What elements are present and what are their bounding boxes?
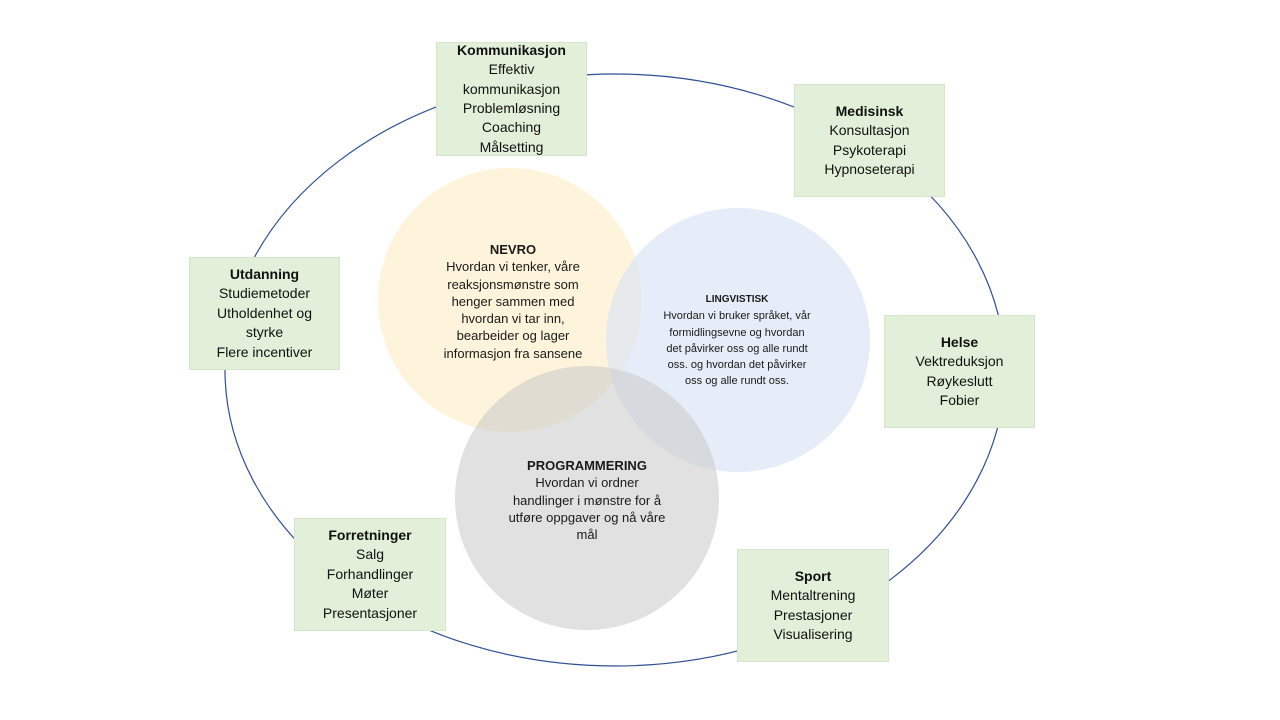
forretninger-box: Forretninger Salg Forhandlinger Møter Pr… [294, 518, 446, 631]
forretninger-item: Møter [351, 585, 389, 602]
programmering-circle [455, 366, 719, 630]
forretninger-title: Forretninger [328, 526, 412, 543]
lingvistisk-line: oss og alle rundt oss. [685, 375, 789, 388]
nevro-circle [378, 168, 642, 432]
kommunikasjon-item: Målsetting [479, 138, 544, 155]
programmering-label: PROGRAMMERING Hvordan vi ordner handling… [496, 457, 678, 543]
programmering-title: PROGRAMMERING [527, 458, 647, 473]
medisinsk-item: Hypnoseterapi [824, 160, 915, 177]
sport-item: Mentaltrening [770, 587, 856, 604]
sport-box: Sport Mentaltrening Prestasjoner Visuali… [737, 549, 889, 662]
lingvistisk-line: oss. og hvordan det påvirker [667, 359, 807, 372]
nevro-label: NEVRO Hvordan vi tenker, våre reaksjonsm… [420, 241, 606, 362]
kommunikasjon-title: Kommunikasjon [457, 41, 566, 58]
lingvistisk-line: formidlingsevne og hvordan [669, 326, 805, 339]
nevro-line: henger sammen med [451, 293, 575, 309]
helse-item: Fobier [939, 391, 980, 408]
lingvistisk-line: det påvirker oss og alle rundt [666, 342, 808, 355]
helse-item: Vektreduksjon [915, 353, 1004, 370]
sport-item: Prestasjoner [773, 606, 853, 623]
utdanning-item: styrke [245, 324, 284, 341]
medisinsk-item: Konsultasjon [829, 122, 910, 139]
helse-title: Helse [940, 333, 979, 350]
programmering-line: Hvordan vi ordner [535, 475, 639, 491]
nevro-line: hvordan vi tar inn, [461, 311, 565, 327]
kommunikasjon-item: Effektiv [488, 61, 535, 78]
medisinsk-title: Medisinsk [835, 102, 904, 119]
lingvistisk-label: LINGVISTISK Hvordan vi bruker språket, v… [646, 292, 828, 390]
nevro-title: NEVRO [489, 242, 537, 257]
nevro-line: bearbeider og lager [456, 328, 570, 344]
forretninger-item: Presentasjoner [322, 604, 418, 621]
lingvistisk-title: LINGVISTISK [705, 294, 769, 305]
nevro-line: reaksjonsmønstre som [447, 276, 579, 292]
lingvistisk-line: Hvordan vi bruker språket, vår [663, 310, 811, 323]
kommunikasjon-item: Coaching [481, 119, 542, 136]
forretninger-item: Forhandlinger [326, 565, 414, 582]
forretninger-item: Salg [355, 546, 385, 563]
programmering-line: mål [576, 527, 598, 543]
programmering-line: handlinger i mønstre for å [512, 492, 662, 508]
kommunikasjon-item: kommunikasjon [462, 80, 561, 97]
utdanning-box: Utdanning Studiemetoder Utholdenhet og s… [189, 257, 340, 370]
nevro-line: informasjon fra sansene [443, 345, 583, 361]
nevro-line: Hvordan vi tenker, våre [446, 259, 580, 275]
helse-item: Røykeslutt [926, 372, 993, 389]
helse-box: Helse Vektreduksjon Røykeslutt Fobier [884, 315, 1035, 428]
kommunikasjon-item: Problemløsning [462, 100, 561, 116]
utdanning-title: Utdanning [229, 265, 300, 282]
programmering-line: utføre oppgaver og nå våre [508, 509, 666, 525]
utdanning-item: Flere incentiver [216, 343, 313, 360]
kommunikasjon-box: Kommunikasjon Effektiv kommunikasjon Pro… [436, 42, 587, 156]
medisinsk-box: Medisinsk Konsultasjon Psykoterapi Hypno… [794, 84, 945, 197]
utdanning-item: Utholdenhet og [217, 304, 312, 321]
medisinsk-item: Psykoterapi [832, 141, 907, 158]
sport-item: Visualisering [773, 625, 853, 642]
utdanning-item: Studiemetoder [218, 285, 311, 302]
sport-title: Sport [794, 567, 832, 584]
